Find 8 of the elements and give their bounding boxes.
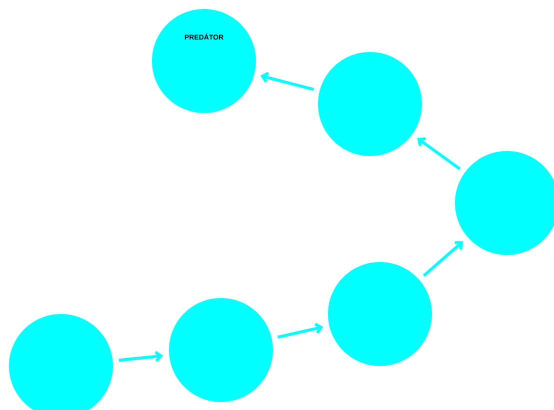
arrow	[422, 241, 464, 277]
arrow	[417, 137, 461, 170]
circle-node	[328, 262, 432, 366]
circle-node	[169, 298, 273, 402]
arrow	[118, 350, 164, 362]
arrow	[260, 72, 314, 91]
circle-node	[318, 52, 422, 156]
arrow	[277, 322, 324, 339]
